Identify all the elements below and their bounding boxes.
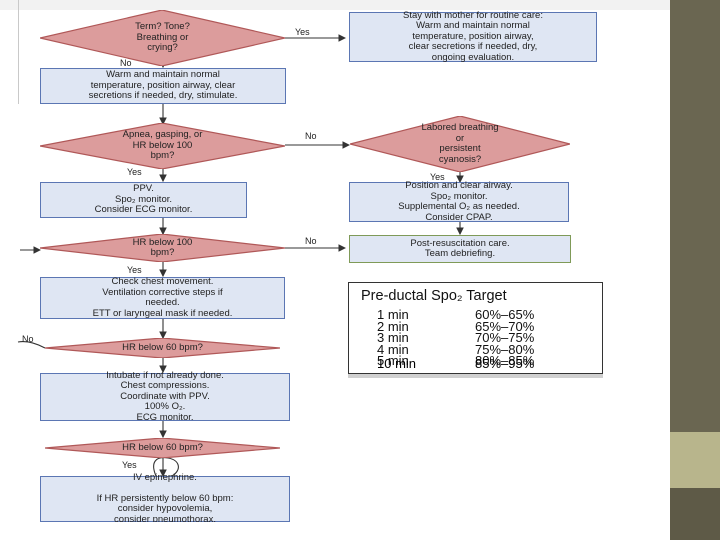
spo2-row: 3 min 70%–75% [377, 330, 587, 345]
intubate-box: Intubate if not already done. Chest comp… [40, 370, 290, 423]
spo2-table-shadow [348, 374, 603, 378]
routine-care-box: Stay with mother for routine care: Warm … [349, 10, 597, 63]
spo2-row: 10 min 85%–95% [377, 356, 587, 371]
diamond-shape [40, 123, 285, 169]
label-yes: Yes [295, 27, 310, 37]
spo2-range: 85%–95% [475, 356, 535, 371]
epinephrine-box: IV epinephrine. If HR persistently below… [40, 472, 290, 525]
decision-text: Apnea, gasping, or HR below 100 bpm? [122, 129, 203, 162]
margin-line [18, 0, 19, 104]
label-no: No [305, 131, 317, 141]
label-no: No [22, 334, 34, 344]
decision-hr-below-60: HR below 60 bpm? [45, 338, 280, 358]
spo2-time: 2 min [377, 318, 409, 334]
side-band-lower [670, 488, 720, 540]
decision-text: Term? Tone? Breathing or crying? [135, 21, 190, 54]
spo2-row: 1 min 60%–65% [377, 307, 587, 322]
spo2-range: 60%–65% [475, 307, 535, 322]
spo2-target-table: Pre-ductal Spo₂ Target 1 min 60%–65% 2 m… [348, 282, 603, 374]
decision-term-tone: Term? Tone? Breathing or crying? [40, 10, 285, 66]
decision-apnea: Apnea, gasping, or HR below 100 bpm? [40, 123, 285, 169]
decision-hr-below-100: HR below 100 bpm? [40, 234, 285, 262]
decision-text: HR below 100 bpm? [132, 236, 193, 258]
spo2-row: 5 min 80%–85% [377, 353, 587, 368]
spo2-row: 2 min 65%–70% [377, 318, 587, 334]
warm-box: Warm and maintain normal temperature, po… [40, 68, 286, 104]
spo2-time: 4 min [377, 341, 409, 357]
spo2-row: 4 min 75%–80% [377, 341, 587, 357]
spo2-range: 80%–85% [475, 353, 535, 368]
label-no: No [305, 236, 317, 246]
decision-text: HR below 60 bpm? [122, 341, 203, 353]
ppv-box: PPV. Spo₂ monitor. Consider ECG monitor. [40, 182, 247, 218]
diamond-shape [45, 438, 280, 458]
label-yes: Yes [127, 265, 142, 275]
label-yes: Yes [122, 460, 137, 470]
decision-hr-below-60-second: HR below 60 bpm? [45, 438, 280, 458]
decision-text: Labored breathing or persistent cyanosis… [421, 122, 499, 165]
post-resuscitation-box: Post-resuscitation care. Team debriefing… [349, 235, 571, 263]
bottom-strip [0, 522, 670, 540]
decision-labored-breathing: Labored breathing or persistent cyanosis… [350, 116, 570, 172]
label-yes: Yes [127, 167, 142, 177]
label-no: No [120, 58, 132, 68]
label-yes: Yes [430, 172, 445, 182]
decision-text: HR below 60 bpm? [122, 441, 203, 453]
spo2-table-title: Pre-ductal Spo₂ Target [361, 288, 507, 304]
spo2-time: 3 min [377, 330, 409, 345]
spo2-range: 70%–75% [475, 330, 535, 345]
spo2-time: 1 min [377, 307, 409, 322]
side-band-accent [670, 432, 720, 488]
diamond-shape [350, 116, 570, 172]
diamond-shape [40, 10, 285, 66]
spo2-time: 5 min [377, 353, 409, 368]
position-airway-box: Position and clear airway. Spo₂ monitor.… [349, 180, 569, 222]
top-strip [0, 0, 670, 10]
diamond-shape [45, 338, 280, 358]
diamond-shape [40, 234, 285, 262]
spo2-time: 10 min [377, 356, 417, 371]
spo2-range: 65%–70% [475, 318, 535, 334]
spo2-range: 75%–80% [475, 341, 535, 357]
chest-movement-box: Check chest movement. Ventilation correc… [40, 276, 285, 319]
